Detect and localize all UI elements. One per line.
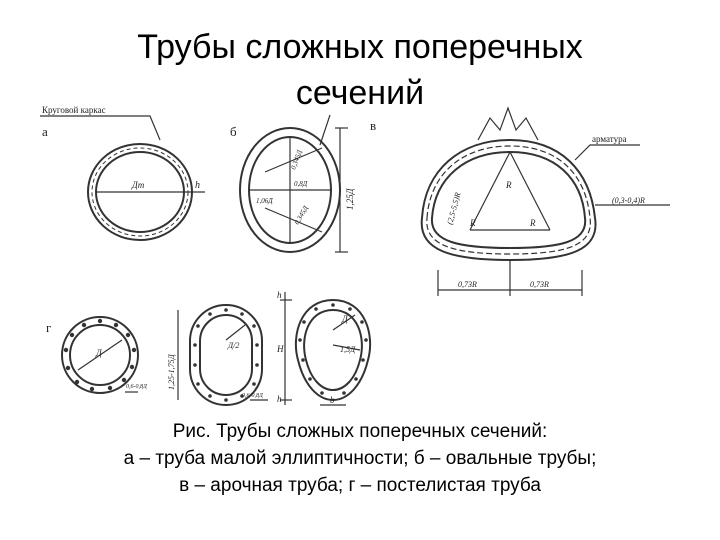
panel-a-callout: Круговой каркас	[42, 105, 106, 115]
panel-b-dim-4: 0,345Д	[293, 204, 310, 226]
rebar-dots	[63, 303, 368, 402]
panel-g-dim-h2: h	[277, 394, 282, 404]
panel-g-dim-big-h: H	[276, 344, 284, 354]
panel-v-arch-pipe	[420, 106, 670, 296]
panel-b-dim-2: 0,8Д	[294, 180, 308, 188]
slide-title-line-2: сечений	[295, 74, 425, 112]
panel-g-round-pipe	[61, 316, 139, 394]
panel-v-dim-r2: R	[469, 218, 476, 228]
panel-g-dim-small-2: 0,6-0,8Д	[242, 393, 264, 399]
caption-line-3: в – арочная труба; г – постелистая труба	[179, 475, 541, 496]
panel-g-dim-h: h	[277, 290, 282, 300]
panel-v-dim-b2: 0,73R	[530, 280, 549, 289]
panel-g-egg-pipe	[280, 292, 372, 406]
panel-a-letter: а	[42, 124, 48, 139]
panel-g-dim-h1: 1,25-1,75Д	[167, 353, 176, 390]
slide-title: Трубы сложных поперечных сечений	[0, 24, 720, 116]
panel-v-dim-r3: R	[529, 218, 536, 228]
panel-a-low-ellipticity-pipe	[40, 115, 205, 241]
panel-v-dim-b1: 0,73R	[458, 280, 477, 289]
caption-line-2: а – труба малой эллиптичности; б – оваль…	[123, 448, 597, 469]
pipe-cross-sections-figure: а Круговой каркас Дт h б 0,345Д 0,8Д 1,0…	[40, 105, 670, 406]
panel-g-dim-d2: Д/2	[227, 341, 239, 350]
panel-a-dim-h: h	[195, 180, 200, 191]
caption-line-1: Рис. Трубы сложных поперечных сечений:	[172, 421, 548, 442]
panel-a-dim-d: Дт	[131, 180, 145, 190]
slide-title-line-1: Трубы сложных поперечных	[137, 28, 583, 66]
panel-b-letter: б	[230, 124, 237, 139]
panel-g-dim-d3: Д	[341, 314, 349, 324]
panel-v-dim-r1: R	[505, 180, 512, 190]
panel-v-letter: в	[370, 118, 376, 133]
panel-b-oval-pipe	[239, 114, 348, 253]
panel-v-dim-wall: (0,3-0,4)R	[612, 196, 645, 205]
panel-b-dim-3: 1,06Д	[256, 197, 273, 205]
panel-v-dim-side: (2,5-5,5)R	[445, 191, 462, 225]
panel-g-dim-b: b	[330, 395, 335, 405]
panel-g-dim-small-1: 0,6-0,8Д	[126, 384, 148, 390]
panel-g-oval-pipe	[177, 304, 268, 406]
panel-v-callout: арматура	[592, 134, 627, 144]
figure-caption: Рис. Трубы сложных поперечных сечений: а…	[0, 418, 720, 499]
panel-g-dim-d: Д	[95, 348, 103, 358]
panel-b-dim-5: 1,25Д	[345, 187, 355, 210]
panel-g-dim-r: 1,5Д	[340, 345, 356, 354]
panel-g-letter: г	[46, 320, 51, 335]
panel-b-dim-1: 0,345Д	[289, 148, 304, 170]
